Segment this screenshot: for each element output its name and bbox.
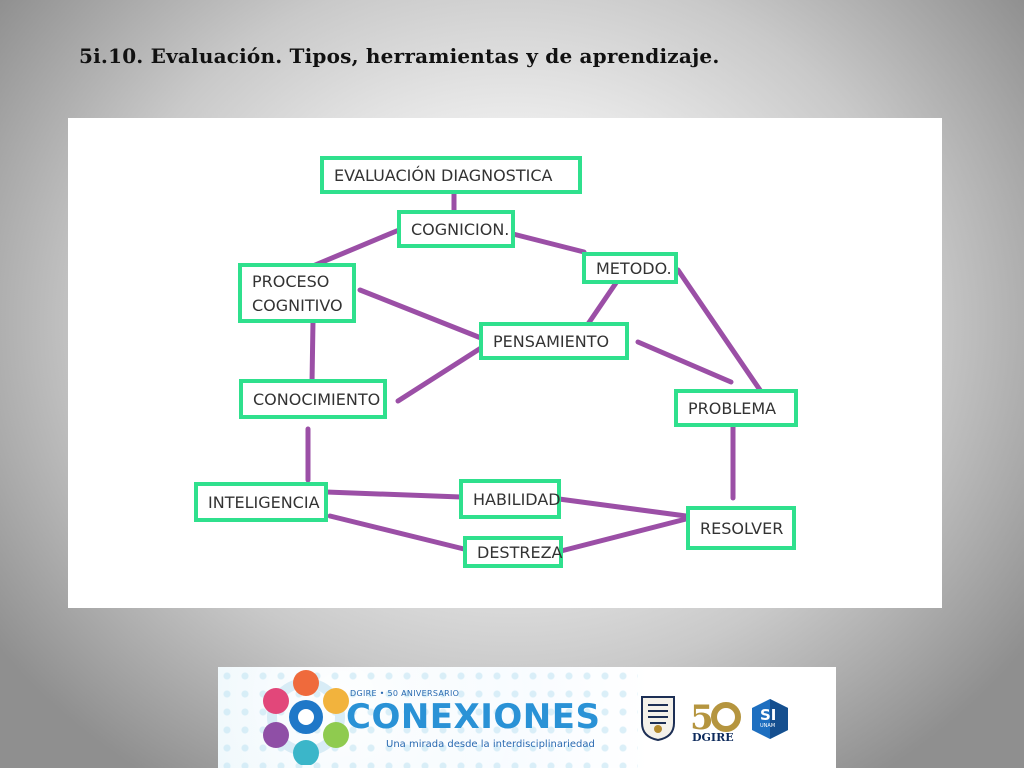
- node-evaluacion: EVALUACIÓN DIAGNOSTICA: [320, 156, 582, 194]
- node-resolver: RESOLVER: [686, 506, 796, 550]
- nodes-layer: EVALUACIÓN DIAGNOSTICA COGNICION. METODO. P…: [194, 156, 798, 568]
- edge-habilidad-resolver: [556, 496, 689, 519]
- node-box-cognicion: [397, 210, 515, 248]
- node-label-destreza: DESTREZA: [477, 543, 563, 562]
- node-problema: PROBLEMA: [674, 389, 798, 427]
- node-destreza: DESTREZA: [463, 536, 563, 568]
- node-label-problema: PROBLEMA: [688, 399, 776, 418]
- node-label-habilidad: HABILIDAD: [473, 490, 561, 509]
- conexiones-tagline: Una mirada desde la interdisciplinarieda…: [386, 739, 595, 750]
- node-box-habilidad: [459, 479, 561, 519]
- concept-map-panel: EVALUACIÓN DIAGNOSTICA COGNICION. METODO. P…: [68, 118, 942, 608]
- node-label-metodo: METODO.: [596, 259, 672, 278]
- node-label-inteligencia: INTELIGENCIA: [208, 493, 320, 512]
- conexiones-logo-icon: [263, 670, 349, 765]
- node-box-destreza: [463, 536, 563, 568]
- si-sub-label: UNAM: [760, 723, 776, 729]
- unam-seal-icon: [641, 696, 675, 741]
- anniversary-label: DGIRE • 50 ANIVERSARIO: [350, 689, 460, 698]
- svg-text:5: 5: [690, 698, 714, 738]
- si-unam-icon: [752, 699, 788, 739]
- node-conocimiento: CONOCIMIENTO: [239, 379, 387, 419]
- edge-metodo-problema: [675, 267, 765, 396]
- edges-layer: [305, 181, 765, 554]
- node-inteligencia: INTELIGENCIA: [194, 482, 328, 522]
- node-label-proceso: COGNITIVO: [252, 296, 343, 315]
- node-box-problema: [674, 389, 798, 427]
- edge-proceso-pensamiento: [357, 287, 484, 341]
- node-box-resolver: [686, 506, 796, 550]
- node-box-inteligencia: [194, 482, 328, 522]
- edge-inteligencia-destreza: [327, 513, 471, 553]
- conexiones-banner: DGIRE • 50 ANIVERSARIO CONEXIONES Una mi…: [218, 667, 836, 768]
- node-metodo: METODO.: [582, 252, 678, 284]
- edge-destreza-resolver: [558, 516, 689, 554]
- edge-cognicion-metodo: [510, 231, 587, 255]
- conexiones-brand: CONEXIONES: [346, 697, 601, 737]
- dgire-50-icon: 5: [690, 698, 741, 738]
- node-proceso: PROCESO COGNITIVO: [238, 263, 356, 323]
- si-label: SI: [760, 706, 777, 724]
- node-box-conocimiento: [239, 379, 387, 419]
- node-box-pensamiento: [479, 322, 629, 360]
- node-label-conocimiento: CONOCIMIENTO: [253, 390, 380, 409]
- edge-pensamiento-problema: [635, 339, 734, 385]
- node-box-metodo: [582, 252, 678, 284]
- concept-map: EVALUACIÓN DIAGNOSTICA COGNICION. METODO. P…: [194, 156, 798, 568]
- node-label-resolver: RESOLVER: [700, 519, 783, 538]
- node-pensamiento: PENSAMIENTO: [479, 322, 629, 360]
- edge-inteligencia-habilidad: [323, 489, 464, 500]
- edge-cognicion-proceso: [305, 227, 402, 271]
- node-label-cognicion: COGNICION.: [411, 220, 509, 239]
- slide-title: 5i.10. Evaluación. Tipos, herramientas y…: [79, 44, 720, 68]
- edge-metodo-pensamiento: [585, 277, 621, 327]
- node-box-evaluacion: [320, 156, 582, 194]
- node-cognicion: COGNICION.: [397, 210, 515, 248]
- node-box-proceso: [238, 263, 356, 323]
- node-label-evaluacion: EVALUACIÓN DIAGNOSTICA: [334, 166, 552, 185]
- node-habilidad: HABILIDAD: [459, 479, 561, 519]
- dgire-label: DGIRE: [692, 731, 734, 744]
- node-label-proceso: PROCESO: [252, 272, 329, 291]
- edge-proceso-conocimiento: [309, 318, 316, 386]
- edge-pensamiento-conocimiento: [395, 345, 484, 404]
- node-label-pensamiento: PENSAMIENTO: [493, 332, 609, 351]
